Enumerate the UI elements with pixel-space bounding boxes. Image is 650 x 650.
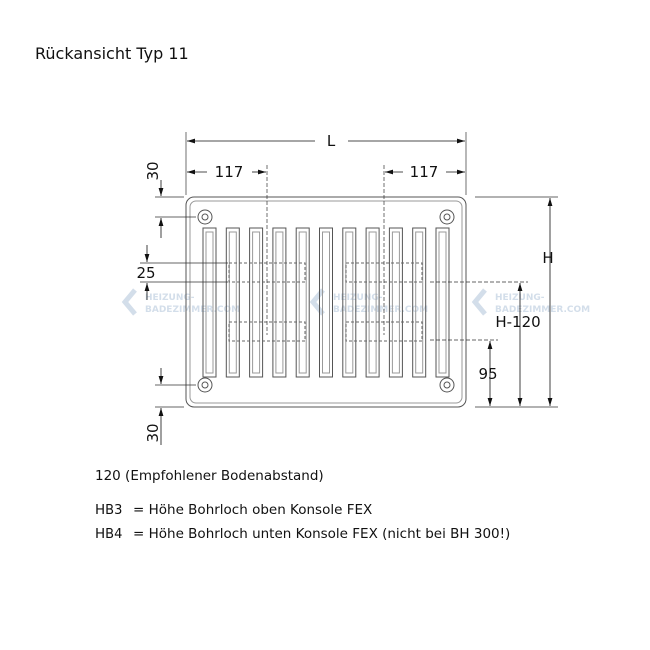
connector-icons [197,209,455,393]
dim-height: H [542,249,553,267]
radiator-fin [249,227,264,378]
dim-height-minus-120: H-120 [495,313,540,331]
radiator-body [185,196,467,408]
radiator-fin [202,227,217,378]
extension-lines [140,132,558,408]
radiator-fin [205,231,214,374]
radiator-fin [368,231,377,374]
dim-bracket-25: 25 [136,264,155,282]
hb4-symbol: H [95,526,106,542]
hb4-text: = Höhe Bohrloch unten Konsole FEX (nicht… [133,526,511,542]
radiator-fin [365,227,380,378]
svg-text:HEIZUNG-: HEIZUNG- [145,293,195,303]
mounting-brackets [228,262,423,342]
radiator-fin [388,227,403,378]
radiator-fin [272,227,287,378]
radiator-fin [298,231,307,374]
dim-right-offset: 117 [410,163,439,181]
radiator-fin [438,231,447,374]
radiator-fin [275,231,284,374]
dimension-lines [144,138,553,445]
radiator-fin [295,227,310,378]
radiator-fin [415,231,424,374]
hb4-sub: B4 [105,527,123,542]
radiator-fin [322,231,330,374]
radiator-fin [319,227,333,378]
hb3-symbol: H [95,502,106,518]
hb3-sub: B3 [105,503,123,518]
radiator-fin [435,227,450,378]
radiator-fin [342,227,357,378]
svg-text:HEIZUNG-: HEIZUNG- [333,293,383,303]
svg-text:BADEZIMMER.COM: BADEZIMMER.COM [495,305,590,315]
svg-text:BADEZIMMER.COM: BADEZIMMER.COM [145,305,240,315]
radiator-fin [252,231,261,374]
note-hb4: HB4 = Höhe Bohrloch unten Konsole FEX (ni… [95,526,510,542]
dim-left-offset: 117 [215,163,244,181]
radiator-fin [225,227,240,378]
radiator-fins [202,227,450,378]
note-floor-distance: 120 (Empfohlener Bodenabstand) [95,468,324,484]
dim-length: L [327,132,336,150]
hb3-text: = Höhe Bohrloch oben Konsole FEX [133,502,373,518]
radiator-fin [412,227,427,378]
drawing-title: Rückansicht Typ 11 [35,44,189,63]
dim-top-30: 30 [144,161,162,180]
dim-bottom-30: 30 [144,423,162,442]
dim-bottom-95: 95 [478,365,497,383]
radiator-fin [391,231,400,374]
note-hb3: HB3 = Höhe Bohrloch oben Konsole FEX [95,502,372,518]
radiator-fin [345,231,354,374]
radiator-fin [228,231,237,374]
svg-text:BADEZIMMER.COM: BADEZIMMER.COM [333,305,428,315]
